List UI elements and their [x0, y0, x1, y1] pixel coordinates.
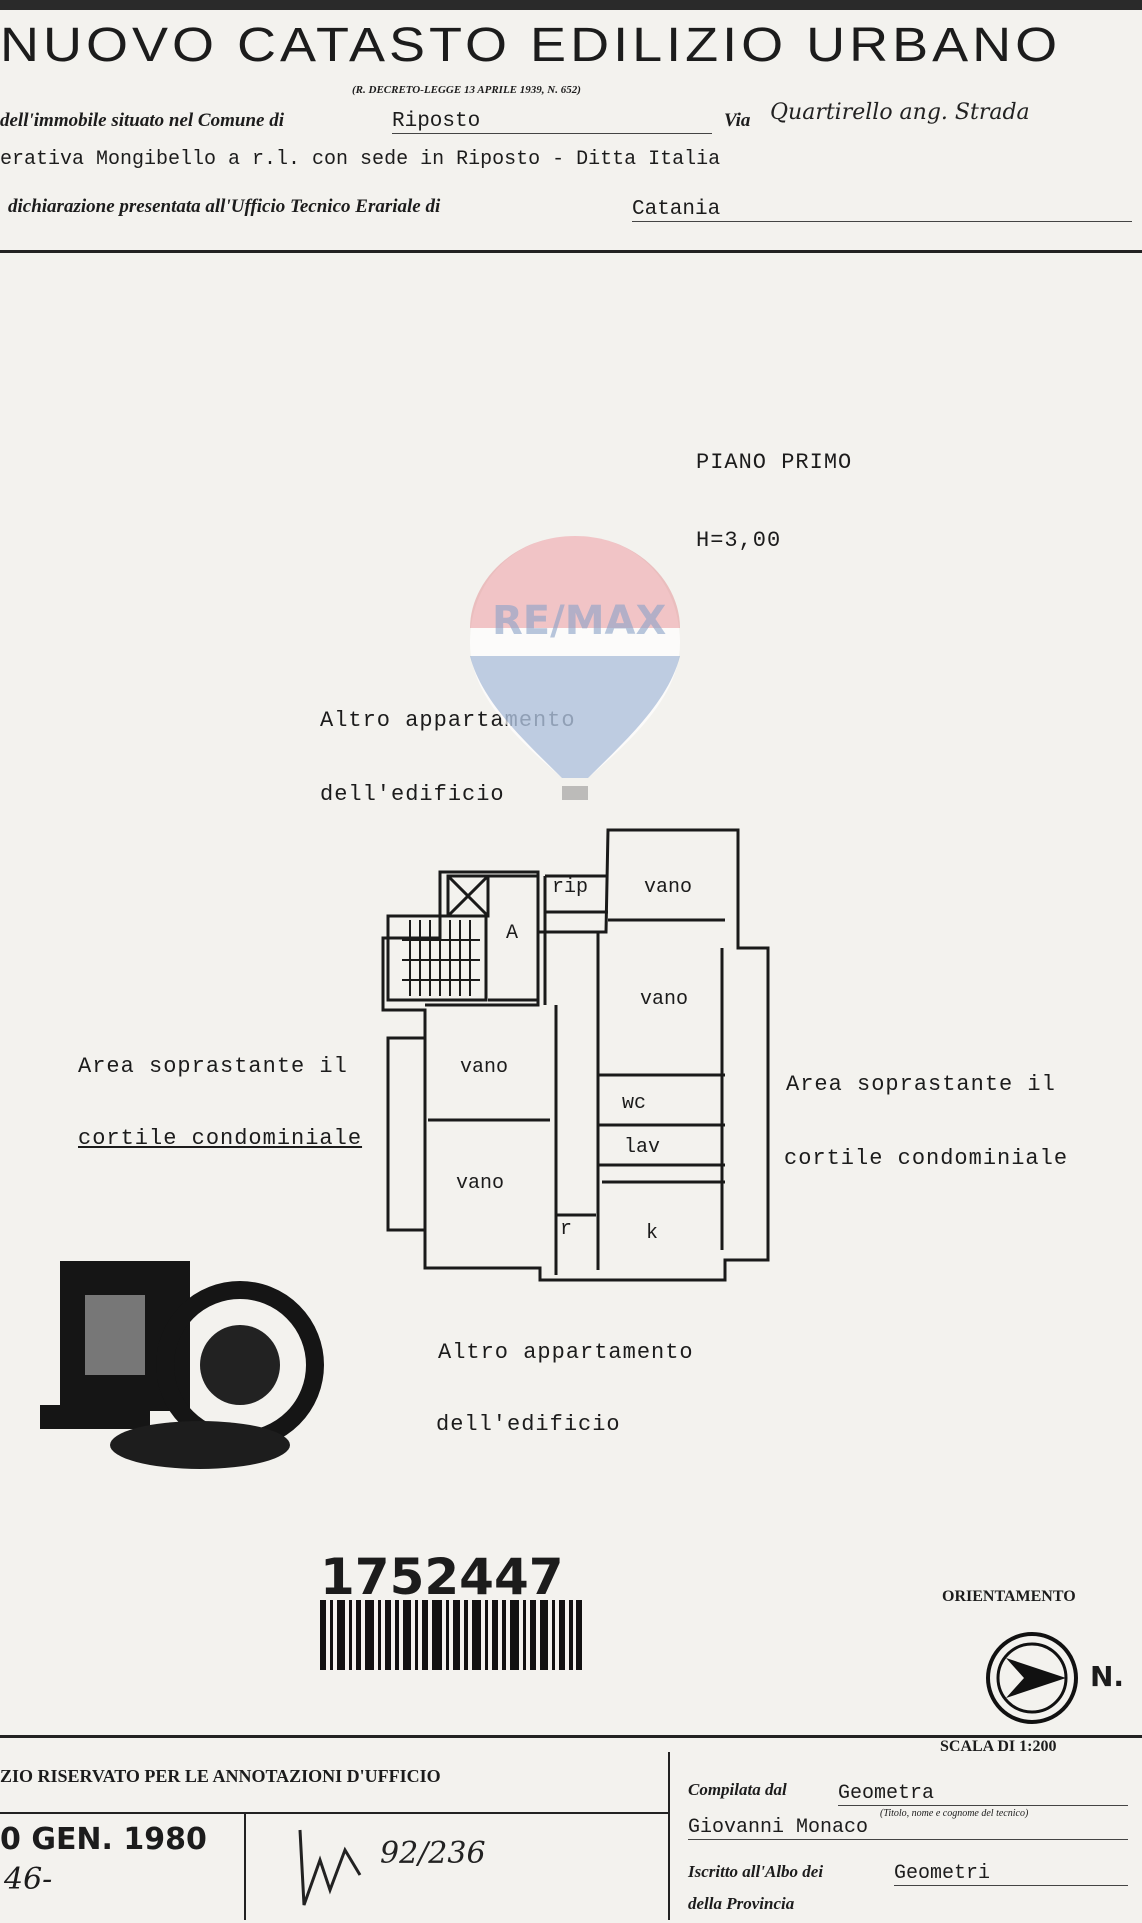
location-label: dell'immobile situato nel Comune di	[0, 110, 284, 131]
height-label: H=3,00	[696, 528, 782, 553]
bottom-neighbor-label-2: dell'edificio	[436, 1412, 621, 1437]
albo-label: Iscritto all'Albo dei	[688, 1862, 824, 1881]
albo-value: Geometri	[894, 1862, 1128, 1886]
footer-col-line	[244, 1814, 246, 1920]
scale-label: SCALA DI 1:200	[940, 1738, 1057, 1755]
footer-box	[0, 1735, 1142, 1923]
compiled-by-value: Geometra	[838, 1782, 1128, 1806]
handwritten-signature	[298, 1829, 362, 1906]
footer-divider	[668, 1752, 670, 1920]
date-stamp: 0 GEN. 1980	[0, 1822, 207, 1857]
compiled-by-label: Compilata dal	[688, 1780, 787, 1799]
room-a: A	[506, 922, 519, 945]
room-rip: rip	[552, 876, 589, 899]
room-k: k	[646, 1222, 659, 1245]
footer-row-line	[0, 1812, 668, 1814]
floor-plan	[381, 828, 770, 1282]
via-label: Via	[724, 110, 751, 131]
left-area-label-1: Area soprastante il	[78, 1054, 348, 1079]
north-arrow-icon	[986, 1632, 1078, 1724]
comune-value: Riposto	[392, 110, 712, 134]
stamp-number: 46-	[4, 1862, 53, 1897]
handwritten-reference: 92/236	[380, 1836, 486, 1871]
room-r: r	[560, 1218, 573, 1241]
room-wc: wc	[622, 1092, 647, 1115]
room-vano-4: vano	[456, 1172, 505, 1195]
top-neighbor-label-2: dell'edificio	[320, 782, 505, 807]
province-label: della Provincia	[688, 1894, 795, 1913]
document-title: NUOVO CATASTO EDILIZIO URBANO	[0, 18, 1062, 72]
floor-label: PIANO PRIMO	[696, 450, 853, 475]
right-area-label-1: Area soprastante il	[786, 1072, 1056, 1097]
decree-reference: (R. DECRETO-LEGGE 13 APRILE 1939, N. 652…	[352, 84, 581, 96]
barcode	[320, 1600, 582, 1670]
left-area-label-2: cortile condominiale	[78, 1126, 363, 1151]
header-top-band	[0, 0, 1142, 10]
right-area-label-2: cortile condominiale	[784, 1146, 1069, 1171]
remax-balloon-watermark	[470, 536, 680, 800]
bottom-neighbor-label-1: Altro appartamento	[438, 1340, 694, 1365]
ufficio-value: Catania	[632, 198, 1132, 222]
room-vano-1: vano	[644, 876, 693, 899]
remax-brand-text: RE/MAX	[492, 598, 667, 644]
reserved-notes-label: ZIO RISERVATO PER LE ANNOTAZIONI D'UFFIC…	[0, 1766, 441, 1786]
north-label: N.	[1090, 1660, 1125, 1693]
room-lav: lav	[624, 1136, 661, 1159]
orientation-label: ORIENTAMENTO	[942, 1588, 1076, 1605]
barcode-number: 1752447	[320, 1548, 564, 1606]
owner-line: erativa Mongibello a r.l. con sede in Ri…	[0, 148, 721, 171]
revenue-stamp	[40, 1261, 324, 1469]
technician-name: Giovanni Monaco	[688, 1816, 1128, 1840]
technician-note: (Titolo, nome e cognome del tecnico)	[880, 1808, 1029, 1819]
via-value: Quartirello ang. Strada	[770, 100, 1030, 125]
header-separator	[0, 250, 1142, 253]
declaration-label: dichiarazione presentata all'Ufficio Tec…	[8, 196, 441, 217]
room-vano-2: vano	[640, 988, 689, 1011]
room-vano-3: vano	[460, 1056, 509, 1079]
